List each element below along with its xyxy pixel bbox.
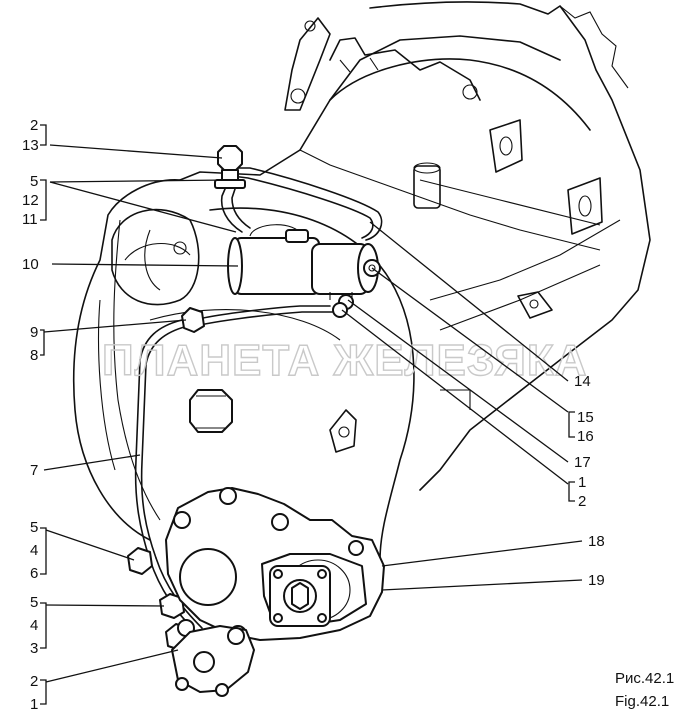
label-brackets xyxy=(40,124,575,705)
label-8: 8 xyxy=(30,347,38,364)
label-5: 5 xyxy=(30,519,38,536)
label-7: 7 xyxy=(30,462,38,479)
label-19: 19 xyxy=(588,572,605,589)
fittings xyxy=(127,145,348,651)
part-labels: 2 13 5 12 11 10 9 8 7 5 4 6 5 4 3 2 1 14… xyxy=(22,117,605,713)
label-6: 6 xyxy=(30,565,38,582)
watermark: ПЛАНЕТА ЖЕЛЕЗЯКА xyxy=(102,336,588,385)
label-1: 1 xyxy=(578,474,586,491)
leader-lines xyxy=(43,144,583,683)
label-3: 3 xyxy=(30,640,38,657)
label-10: 10 xyxy=(22,256,39,273)
label-9: 9 xyxy=(30,324,38,341)
label-1: 1 xyxy=(30,696,38,713)
label-4: 4 xyxy=(30,542,38,559)
figure-caption-en: Fig.42.1 xyxy=(615,693,669,710)
gearbox-housing xyxy=(284,1,651,491)
label-4: 4 xyxy=(30,617,38,634)
solenoid-valve xyxy=(227,224,381,310)
label-2: 2 xyxy=(578,493,586,510)
label-16: 16 xyxy=(577,428,594,445)
label-13: 13 xyxy=(22,137,39,154)
label-11: 11 xyxy=(22,211,38,228)
label-18: 18 xyxy=(588,533,605,550)
label-2: 2 xyxy=(30,673,38,690)
label-15: 15 xyxy=(577,409,594,426)
label-2: 2 xyxy=(30,117,38,134)
figure-caption-ru: Рис.42.1 xyxy=(615,670,674,687)
output-assembly xyxy=(165,487,385,697)
label-14: 14 xyxy=(574,373,591,390)
label-17: 17 xyxy=(574,454,591,471)
label-12: 12 xyxy=(22,192,39,209)
label-5: 5 xyxy=(30,594,38,611)
label-5: 5 xyxy=(30,173,38,190)
